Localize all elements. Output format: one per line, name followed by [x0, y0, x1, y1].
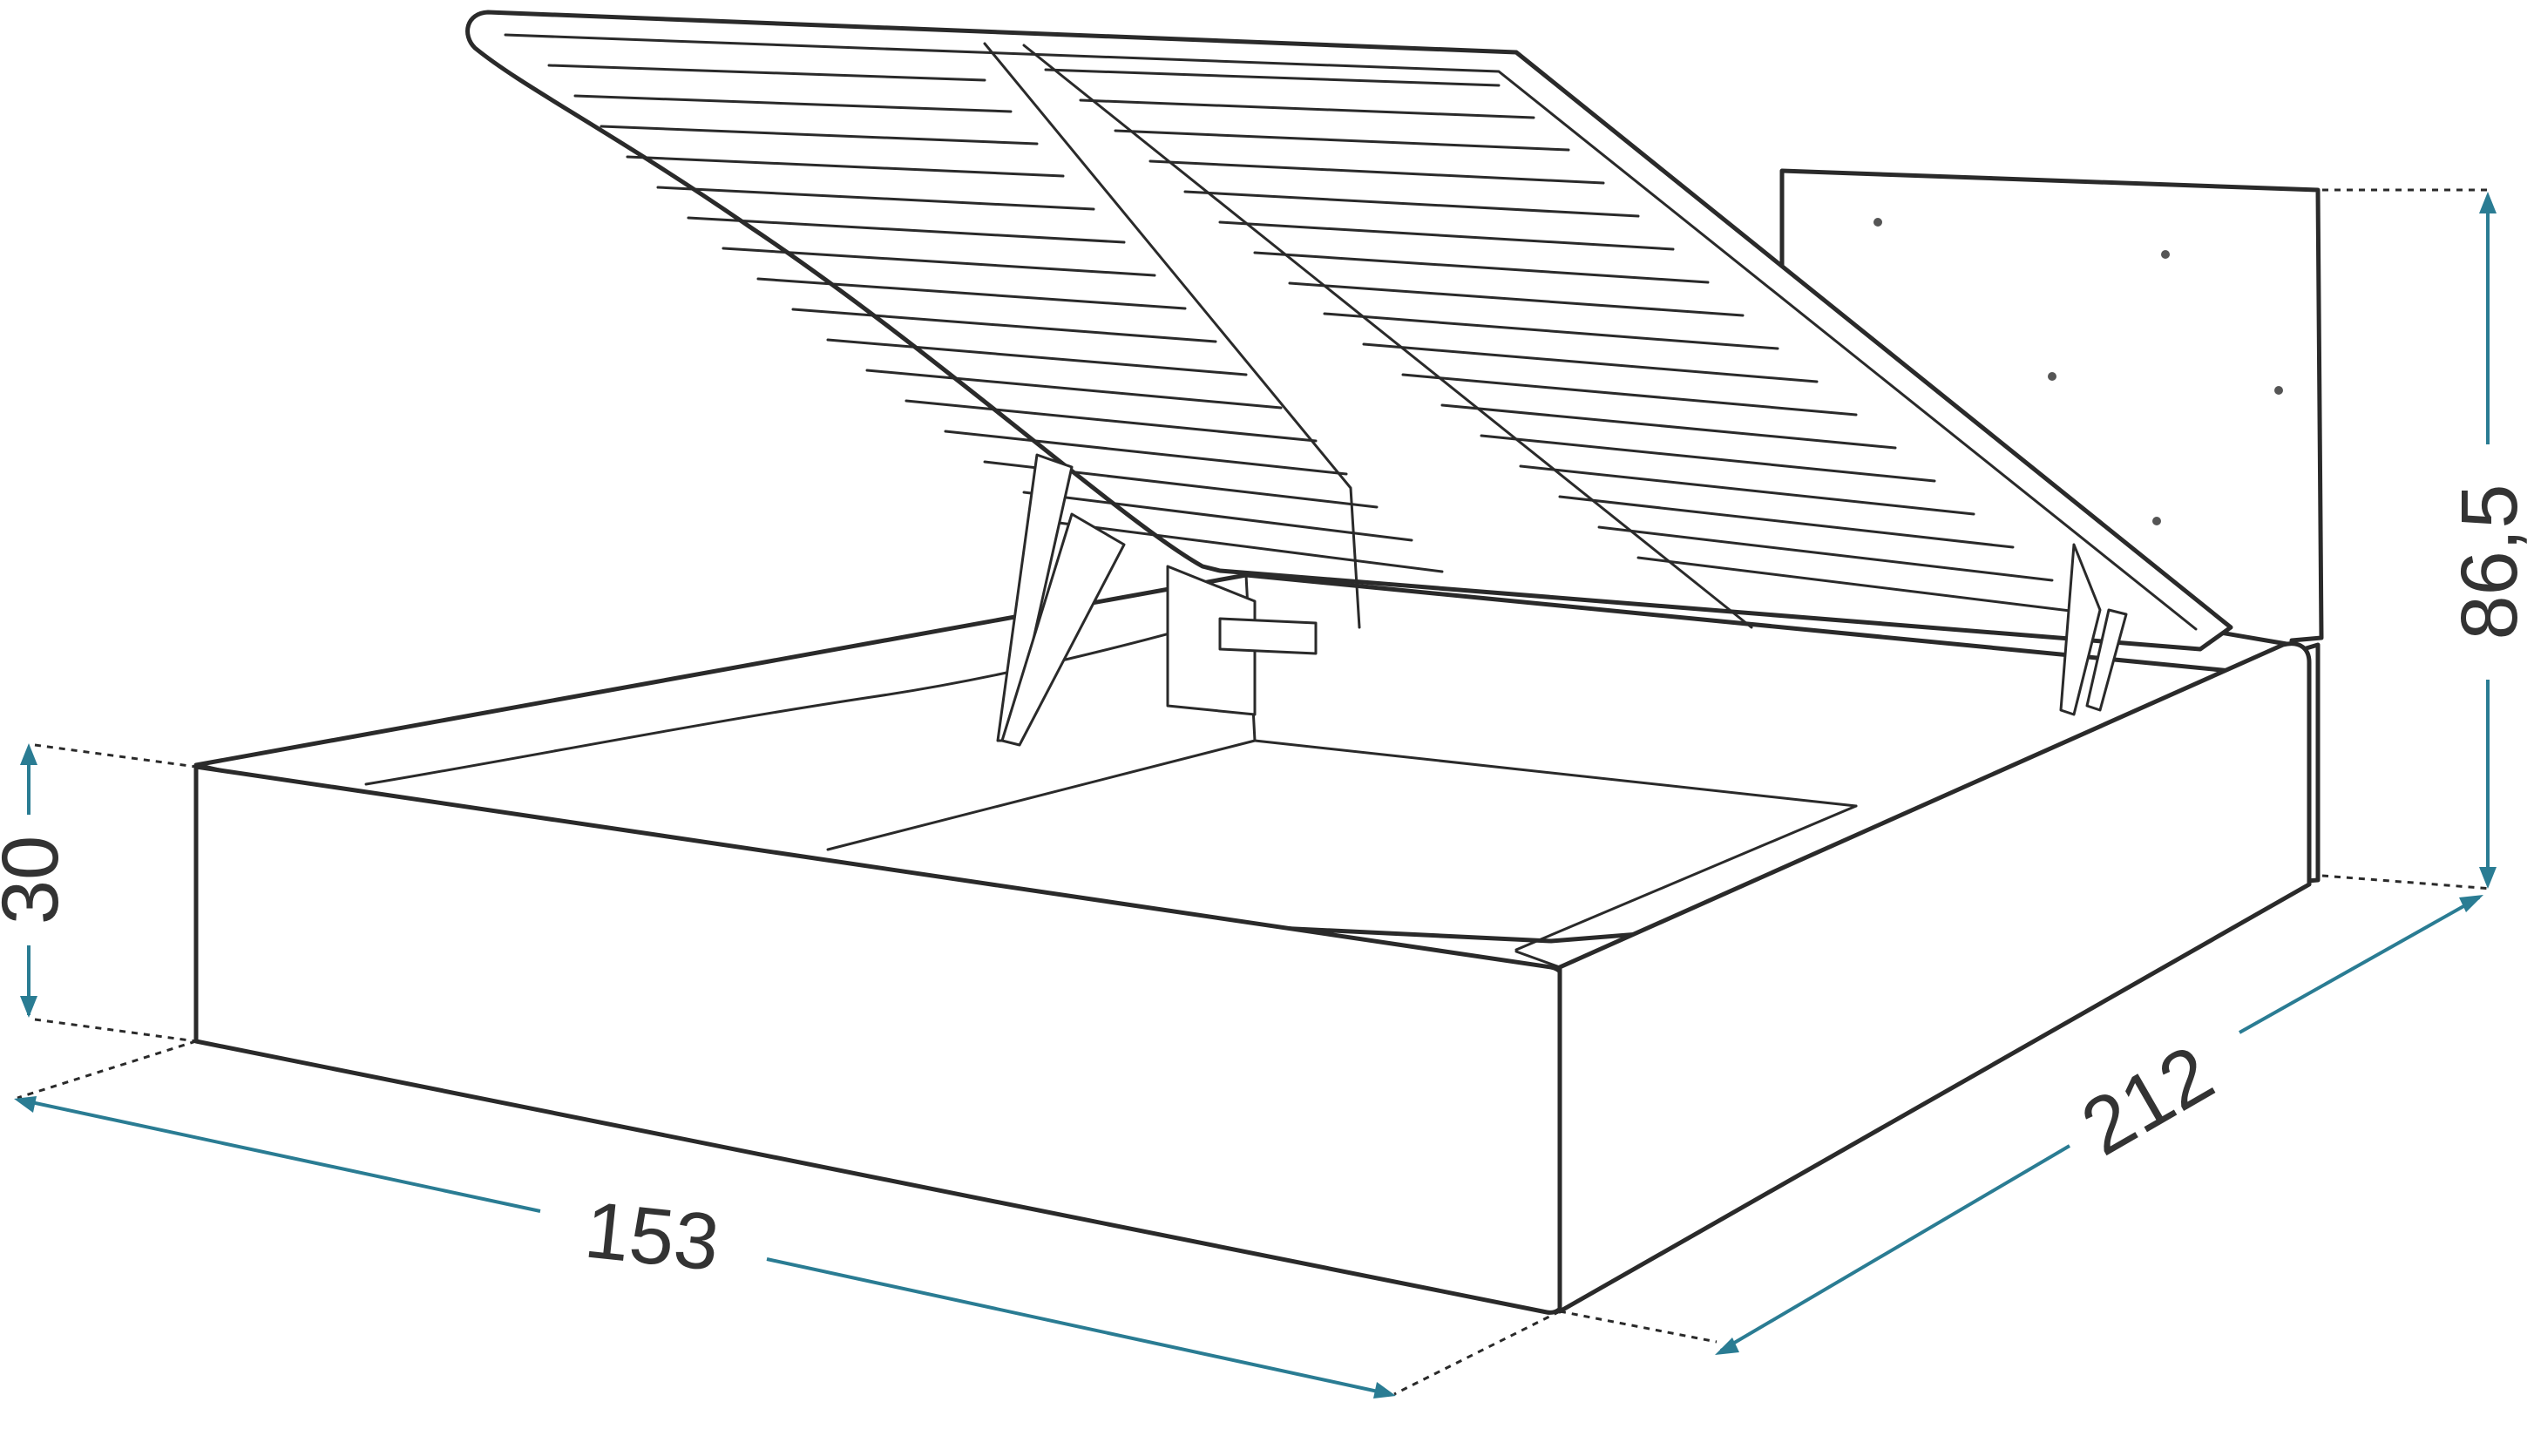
arrowhead	[1715, 1337, 1739, 1355]
arrowhead	[2479, 867, 2497, 889]
lift-mechanism-right	[2059, 543, 2128, 716]
arrowhead	[14, 1096, 37, 1113]
dimension-label-base-height: 30	[0, 836, 75, 924]
dimension-line-length	[2239, 896, 2480, 1034]
arrowhead	[2479, 192, 2497, 213]
arrowhead	[20, 743, 37, 765]
dimension-label-length: 212	[2068, 1029, 2228, 1173]
arrowhead	[20, 996, 37, 1018]
tufting-button	[2161, 250, 2170, 259]
arrowheads	[14, 192, 2497, 1398]
slats	[547, 64, 2093, 615]
dimension-label-headboard-height: 86,5	[2445, 484, 2534, 640]
dimension-label-width: 153	[581, 1185, 723, 1287]
dimension-line-length	[1719, 1144, 2071, 1352]
dimension-line-width	[766, 1257, 1391, 1396]
dimension-line-width	[18, 1098, 541, 1213]
tufting-button	[1873, 218, 1882, 227]
lift-mechanism-left	[996, 453, 1318, 747]
arrowhead	[1373, 1382, 1396, 1398]
side-rail	[1514, 641, 2312, 1314]
dimension-lines	[18, 196, 2490, 1396]
slatted-frame	[465, 10, 2233, 652]
tufting-button	[2048, 372, 2056, 381]
arrowhead	[2459, 895, 2483, 912]
tufting-button	[2274, 386, 2283, 395]
extension-lines	[17, 188, 2493, 1396]
tufting-button	[2152, 517, 2161, 525]
